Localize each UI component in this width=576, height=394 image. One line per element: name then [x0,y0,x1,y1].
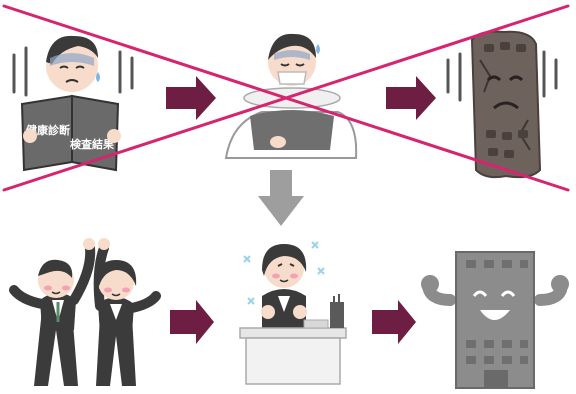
arrow-right-icon [372,300,416,344]
arrow-right-icon [166,76,216,120]
arrow-down-icon [258,170,304,226]
booklet-title-line2: 検査結果 [70,137,114,151]
strong-happy-building-icon [421,252,569,388]
worried-man-reading-report-icon: 健康診断 検査結果 [14,36,132,170]
stretching-man [14,238,95,386]
arrow-right-icon [386,76,436,120]
stretching-workers-icon [14,238,156,386]
stretching-woman [96,238,156,386]
motivated-office-worker-icon [240,242,346,384]
arrow-right-icon [170,300,214,344]
